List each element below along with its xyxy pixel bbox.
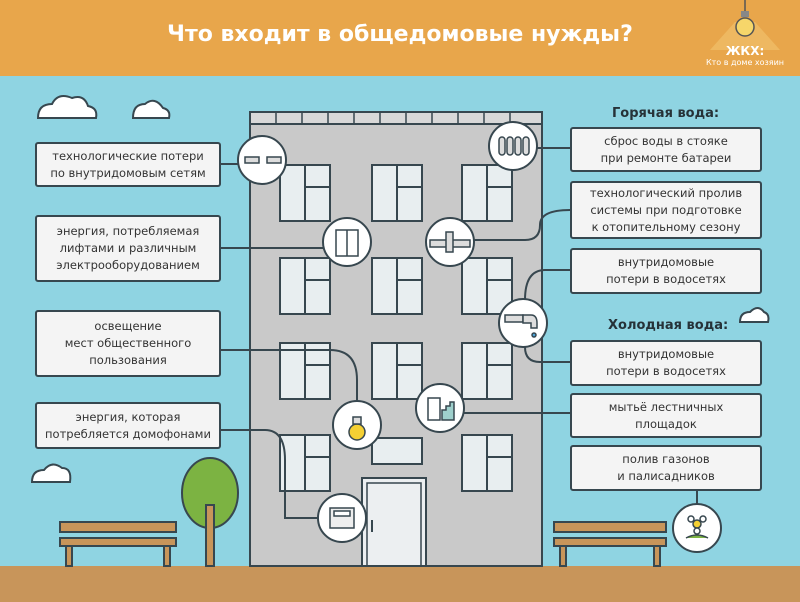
tap-icon [504, 314, 538, 338]
cold-water-item-stair-cleaning: мытьё лестничных площадок [570, 393, 762, 438]
stairs-icon [427, 397, 455, 421]
window [279, 257, 331, 315]
hot-water-item-riser-drain: сброс воды в стояке при ремонте батареи [570, 127, 762, 172]
window [461, 434, 513, 492]
flower-icon [685, 515, 709, 539]
elevator-icon [335, 229, 359, 257]
tree [181, 457, 239, 567]
window [461, 164, 513, 222]
cold-water-item-losses: внутридомовые потери в водосетях [570, 340, 762, 386]
logo-bulb-icon [710, 0, 780, 50]
left-item-intercom-energy: энергия, которая потребляется домофонами [35, 402, 221, 449]
window [371, 342, 423, 400]
logo: ЖКХ: Кто в доме хозяин [690, 0, 800, 76]
header-banner: Что входит в общедомовые нужды? ЖКХ: Кто… [0, 0, 800, 76]
hot-water-item-system-flush: технологический пролив системы при подго… [570, 181, 762, 239]
radiator-icon [498, 136, 530, 156]
window [371, 164, 423, 222]
left-item-elevator-energy: энергия, потребляемая лифтами и различны… [35, 215, 221, 282]
valve-icon [429, 231, 471, 253]
bench-right [553, 521, 667, 567]
light-bulb-icon [348, 416, 366, 441]
bench-left [59, 521, 177, 567]
page-title: Что входит в общедомовые нужды? [167, 22, 633, 47]
window [279, 434, 331, 492]
window [279, 342, 331, 400]
pipe-joint-icon [244, 156, 282, 164]
intercom-icon [329, 507, 355, 529]
cold-water-heading: Холодная вода: [608, 318, 729, 333]
left-item-network-losses: технологические потери по внутридомовым … [35, 142, 221, 187]
window [371, 437, 423, 465]
left-item-common-lighting: освещение мест общественного пользования [35, 310, 221, 377]
logo-title: ЖКХ: [725, 44, 765, 58]
hot-water-heading: Горячая вода: [612, 106, 720, 121]
window [461, 257, 513, 315]
cold-water-item-lawn-watering: полив газонов и палисадников [570, 445, 762, 491]
logo-subtitle: Кто в доме хозяин [705, 58, 785, 67]
icon-circle [237, 135, 287, 185]
hot-water-item-losses: внутридомовые потери в водосетях [570, 248, 762, 294]
cloud-icons [30, 95, 770, 483]
window [371, 257, 423, 315]
window [461, 342, 513, 400]
window [279, 164, 331, 222]
